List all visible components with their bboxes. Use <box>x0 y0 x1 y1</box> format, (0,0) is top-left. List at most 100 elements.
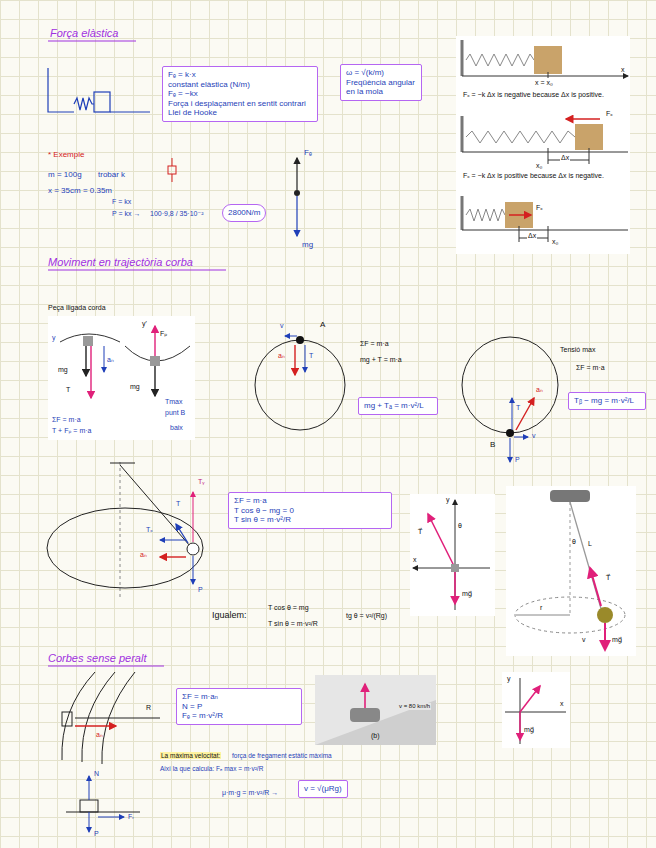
note-text: T⃗ <box>418 528 422 536</box>
hanging-spring <box>172 174 173 182</box>
formula-text: Tᵦ − mg = m·v²/L <box>574 396 640 406</box>
block <box>80 800 98 812</box>
note-text: x <box>413 556 417 564</box>
formula-text: mg + Tₐ = m·v²/L <box>364 401 432 411</box>
note-text: mg + T = m·a <box>360 356 402 364</box>
note-text: aₙ <box>107 356 114 364</box>
spring <box>466 54 534 66</box>
road-edge <box>82 672 115 762</box>
weight-arrow <box>154 366 155 396</box>
section-heading: Força elàstica <box>50 27 118 40</box>
note-text: R <box>146 704 151 712</box>
formula-box: 2800N/m <box>222 204 266 222</box>
axis <box>505 712 566 713</box>
note-text: T <box>176 500 180 508</box>
accel-arrow <box>75 725 116 726</box>
formula-text: ΣF = m·aₙ <box>182 692 296 702</box>
note-text: v <box>582 636 586 644</box>
note-text: mg <box>302 240 313 249</box>
note-text: tg θ = v²/(Rg) <box>346 612 387 620</box>
wall <box>461 116 464 152</box>
hanging-spring <box>172 158 173 166</box>
formula-box: Fₑ = k·xconstant elàstica (N/m)Fₑ = −kxF… <box>162 66 318 122</box>
force-arrow <box>520 686 540 712</box>
formula-text: constant elàstica (N/m) <box>168 80 312 90</box>
circle-path <box>255 340 345 430</box>
note-text: P = kx → <box>112 210 140 218</box>
weight-arrow <box>89 812 90 832</box>
note-text: y <box>446 496 450 504</box>
figure-panel <box>410 494 495 616</box>
body-dot <box>296 336 304 344</box>
block <box>505 202 533 228</box>
radius-line <box>75 718 160 719</box>
accel-arrow <box>104 346 105 372</box>
spring <box>466 209 505 221</box>
note-text: Igualem: <box>212 610 247 620</box>
note-text: P <box>198 586 203 594</box>
string <box>120 465 190 546</box>
force-arrow <box>296 158 297 190</box>
component-arrow <box>193 492 194 542</box>
formula-text: T cos θ − mg = 0 <box>234 506 386 516</box>
spring-sketch <box>74 98 94 110</box>
formula-box: v = √(μRg) <box>298 780 348 798</box>
note-text: x = 35cm = 0.35m <box>48 186 112 195</box>
note-text: Peça lligada corda <box>48 304 106 312</box>
formula-text: Llei de Hooke <box>168 108 312 118</box>
tick <box>548 226 549 242</box>
note-text: mg⃗ <box>612 636 622 644</box>
formula-text: Fₑ = k·x <box>168 70 312 80</box>
formula-text: N = P <box>182 702 296 712</box>
floor-sketch <box>110 111 150 112</box>
heading-underline <box>48 269 226 270</box>
weight-arrow <box>510 438 511 462</box>
tension-arrow <box>305 345 306 372</box>
force-arrow <box>509 214 531 216</box>
note-text: Tensió max <box>560 346 595 354</box>
component-arrow <box>160 540 186 541</box>
note-text: y <box>507 675 511 683</box>
wall-sketch <box>48 68 74 112</box>
formula-box: Tᵦ − mg = m·v²/L <box>568 392 646 410</box>
note-text: y <box>52 334 56 342</box>
note-text: r <box>540 604 542 612</box>
note-text: v = 80 km/h <box>398 703 431 710</box>
note-text: Fₓ <box>606 110 613 118</box>
note-text: y' <box>142 320 147 328</box>
orbit <box>515 597 625 633</box>
weight-arrow <box>85 346 86 376</box>
note-text: μ·m·g = m·v²/R → <box>222 789 278 797</box>
note-text: P <box>515 456 520 464</box>
heading-underline <box>48 665 164 666</box>
note-text: Δx <box>527 232 537 240</box>
tick <box>548 148 549 164</box>
note-text: T + Fₚ = m·a <box>52 427 91 435</box>
weight-arrow <box>519 712 521 740</box>
tick <box>548 72 549 78</box>
note-text: Fᵣ <box>128 813 134 821</box>
block <box>534 46 562 74</box>
heading-underline <box>48 40 136 41</box>
spring <box>466 131 575 143</box>
formula-text: v = √(μRg) <box>304 784 342 794</box>
weight-arrow <box>604 623 606 650</box>
axis <box>455 500 456 610</box>
formula-box: ΣF = m·aₙN = PFₑ = m·v²/R <box>176 688 302 725</box>
note-text: x <box>560 700 564 708</box>
note-text: Tmax <box>165 398 183 406</box>
axis <box>462 76 628 77</box>
friction-arrow <box>98 817 124 818</box>
normal-arrow <box>364 684 366 708</box>
note-text: mg <box>130 383 140 391</box>
force-arrow <box>154 326 155 356</box>
note-text: mg⃗ <box>462 590 472 598</box>
note-text: ΣF = m·a <box>52 416 81 424</box>
note-text: θ <box>458 522 462 530</box>
note-text: N <box>94 770 99 778</box>
body-dot <box>294 190 300 196</box>
bob <box>597 607 613 623</box>
note-text: Δx <box>560 154 570 162</box>
